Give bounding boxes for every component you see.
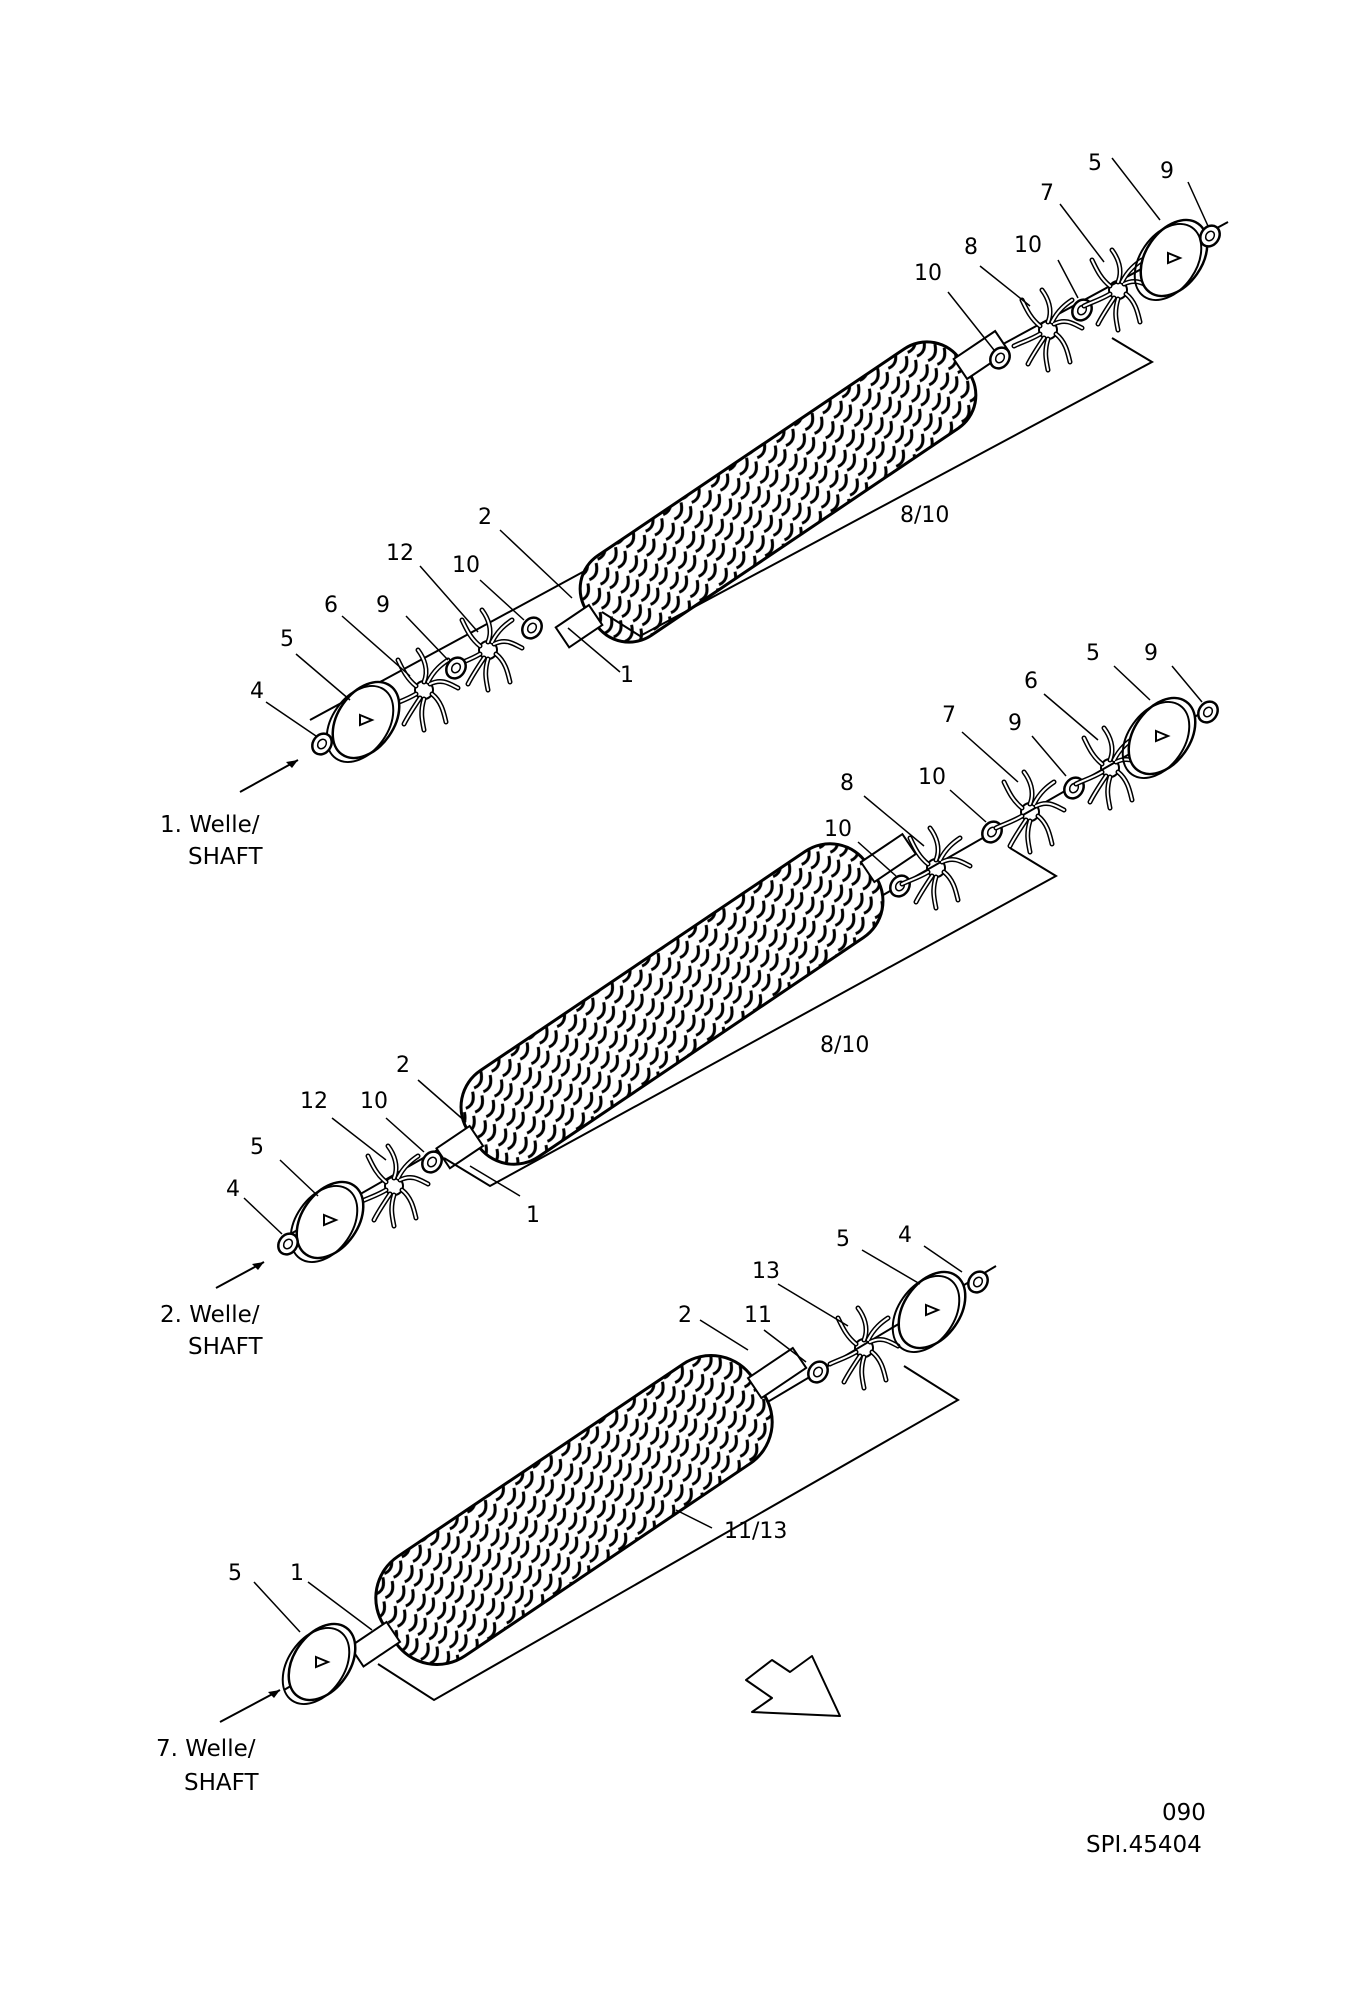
ring-10b bbox=[977, 816, 1007, 848]
callout: 1 bbox=[290, 1561, 304, 1586]
callout: 9 bbox=[1160, 159, 1174, 184]
callout: 10 bbox=[918, 765, 946, 790]
callout: 5 bbox=[250, 1135, 264, 1160]
callout: 2 bbox=[678, 1303, 692, 1328]
star-12 bbox=[360, 1146, 428, 1226]
callout: 8 bbox=[964, 235, 978, 260]
star-13 bbox=[830, 1308, 898, 1388]
callout: 8 bbox=[840, 771, 854, 796]
ring-10a bbox=[885, 870, 915, 902]
callout: 1 bbox=[526, 1203, 540, 1228]
shaft-2-assembly: 5 9 6 7 9 8 10 10 2 12 10 5 4 1 8/10 2. … bbox=[160, 641, 1223, 1360]
brush-roller-2 bbox=[435, 832, 918, 1170]
page-number: 090 bbox=[1162, 1800, 1206, 1826]
callout: 4 bbox=[250, 679, 264, 704]
ring-9b bbox=[1193, 696, 1223, 728]
callout: 9 bbox=[1008, 711, 1022, 736]
star-6 bbox=[390, 650, 458, 730]
ring-11 bbox=[803, 1356, 833, 1388]
callout: 2 bbox=[396, 1053, 410, 1078]
shaft-7-subtitle: SHAFT bbox=[184, 1770, 259, 1796]
callout: 1 bbox=[620, 663, 634, 688]
shaft-1-title: 1. Welle/ bbox=[160, 812, 260, 838]
star-12 bbox=[454, 610, 522, 690]
callout: 7 bbox=[942, 703, 956, 728]
disc-5-left bbox=[275, 1168, 379, 1276]
callout: 10 bbox=[360, 1089, 388, 1114]
star-8 bbox=[902, 828, 970, 908]
shaft-1-arrow bbox=[239, 759, 299, 793]
callout: 11 bbox=[744, 1303, 772, 1328]
callout: 12 bbox=[300, 1089, 328, 1114]
shaft-2-subtitle: SHAFT bbox=[188, 1334, 263, 1360]
callout: 10 bbox=[914, 261, 942, 286]
callout: 5 bbox=[280, 627, 294, 652]
callout: 9 bbox=[376, 593, 390, 618]
drawing-id: SPI.45404 bbox=[1086, 1832, 1202, 1858]
group-label-7: 11/13 bbox=[724, 1519, 787, 1544]
callout: 2 bbox=[478, 505, 492, 530]
shaft-2-title: 2. Welle/ bbox=[160, 1302, 260, 1328]
group-bracket-1 bbox=[601, 337, 1155, 638]
callout: 7 bbox=[1040, 181, 1054, 206]
group-bracket-2 bbox=[443, 847, 1058, 1188]
disc-5-right bbox=[877, 1258, 981, 1366]
callout: 6 bbox=[324, 593, 338, 618]
direction-arrow-icon bbox=[745, 1655, 841, 1717]
callout: 5 bbox=[836, 1227, 850, 1252]
callout: 4 bbox=[898, 1223, 912, 1248]
callout: 12 bbox=[386, 541, 414, 566]
shaft-7-arrow bbox=[219, 1689, 281, 1723]
shaft-1-assembly: 5 9 7 10 8 10 2 12 10 6 9 5 4 1 8/10 1. … bbox=[160, 151, 1229, 870]
brush-roller-1 bbox=[554, 329, 1010, 649]
callout: 13 bbox=[752, 1259, 780, 1284]
callout: 5 bbox=[1086, 641, 1100, 666]
shaft-7-assembly: 5 4 13 2 11 5 1 11/13 7. Welle/ SHAFT bbox=[156, 1223, 997, 1796]
disc-5-left bbox=[311, 668, 415, 776]
group-label-2: 8/10 bbox=[820, 1033, 869, 1058]
brush-roller-7 bbox=[348, 1346, 808, 1668]
callout: 4 bbox=[226, 1177, 240, 1202]
callout: 10 bbox=[824, 817, 852, 842]
callout: 6 bbox=[1024, 669, 1038, 694]
callout: 5 bbox=[1088, 151, 1102, 176]
callout: 10 bbox=[452, 553, 480, 578]
group-label-1: 8/10 bbox=[900, 503, 949, 528]
callout: 5 bbox=[228, 1561, 242, 1586]
callout: 10 bbox=[1014, 233, 1042, 258]
callout: 9 bbox=[1144, 641, 1158, 666]
disc-5-left bbox=[267, 1610, 371, 1718]
shaft-7-title: 7. Welle/ bbox=[156, 1736, 256, 1762]
group-bracket-7 bbox=[377, 1365, 960, 1702]
shaft-1-subtitle: SHAFT bbox=[188, 844, 263, 870]
